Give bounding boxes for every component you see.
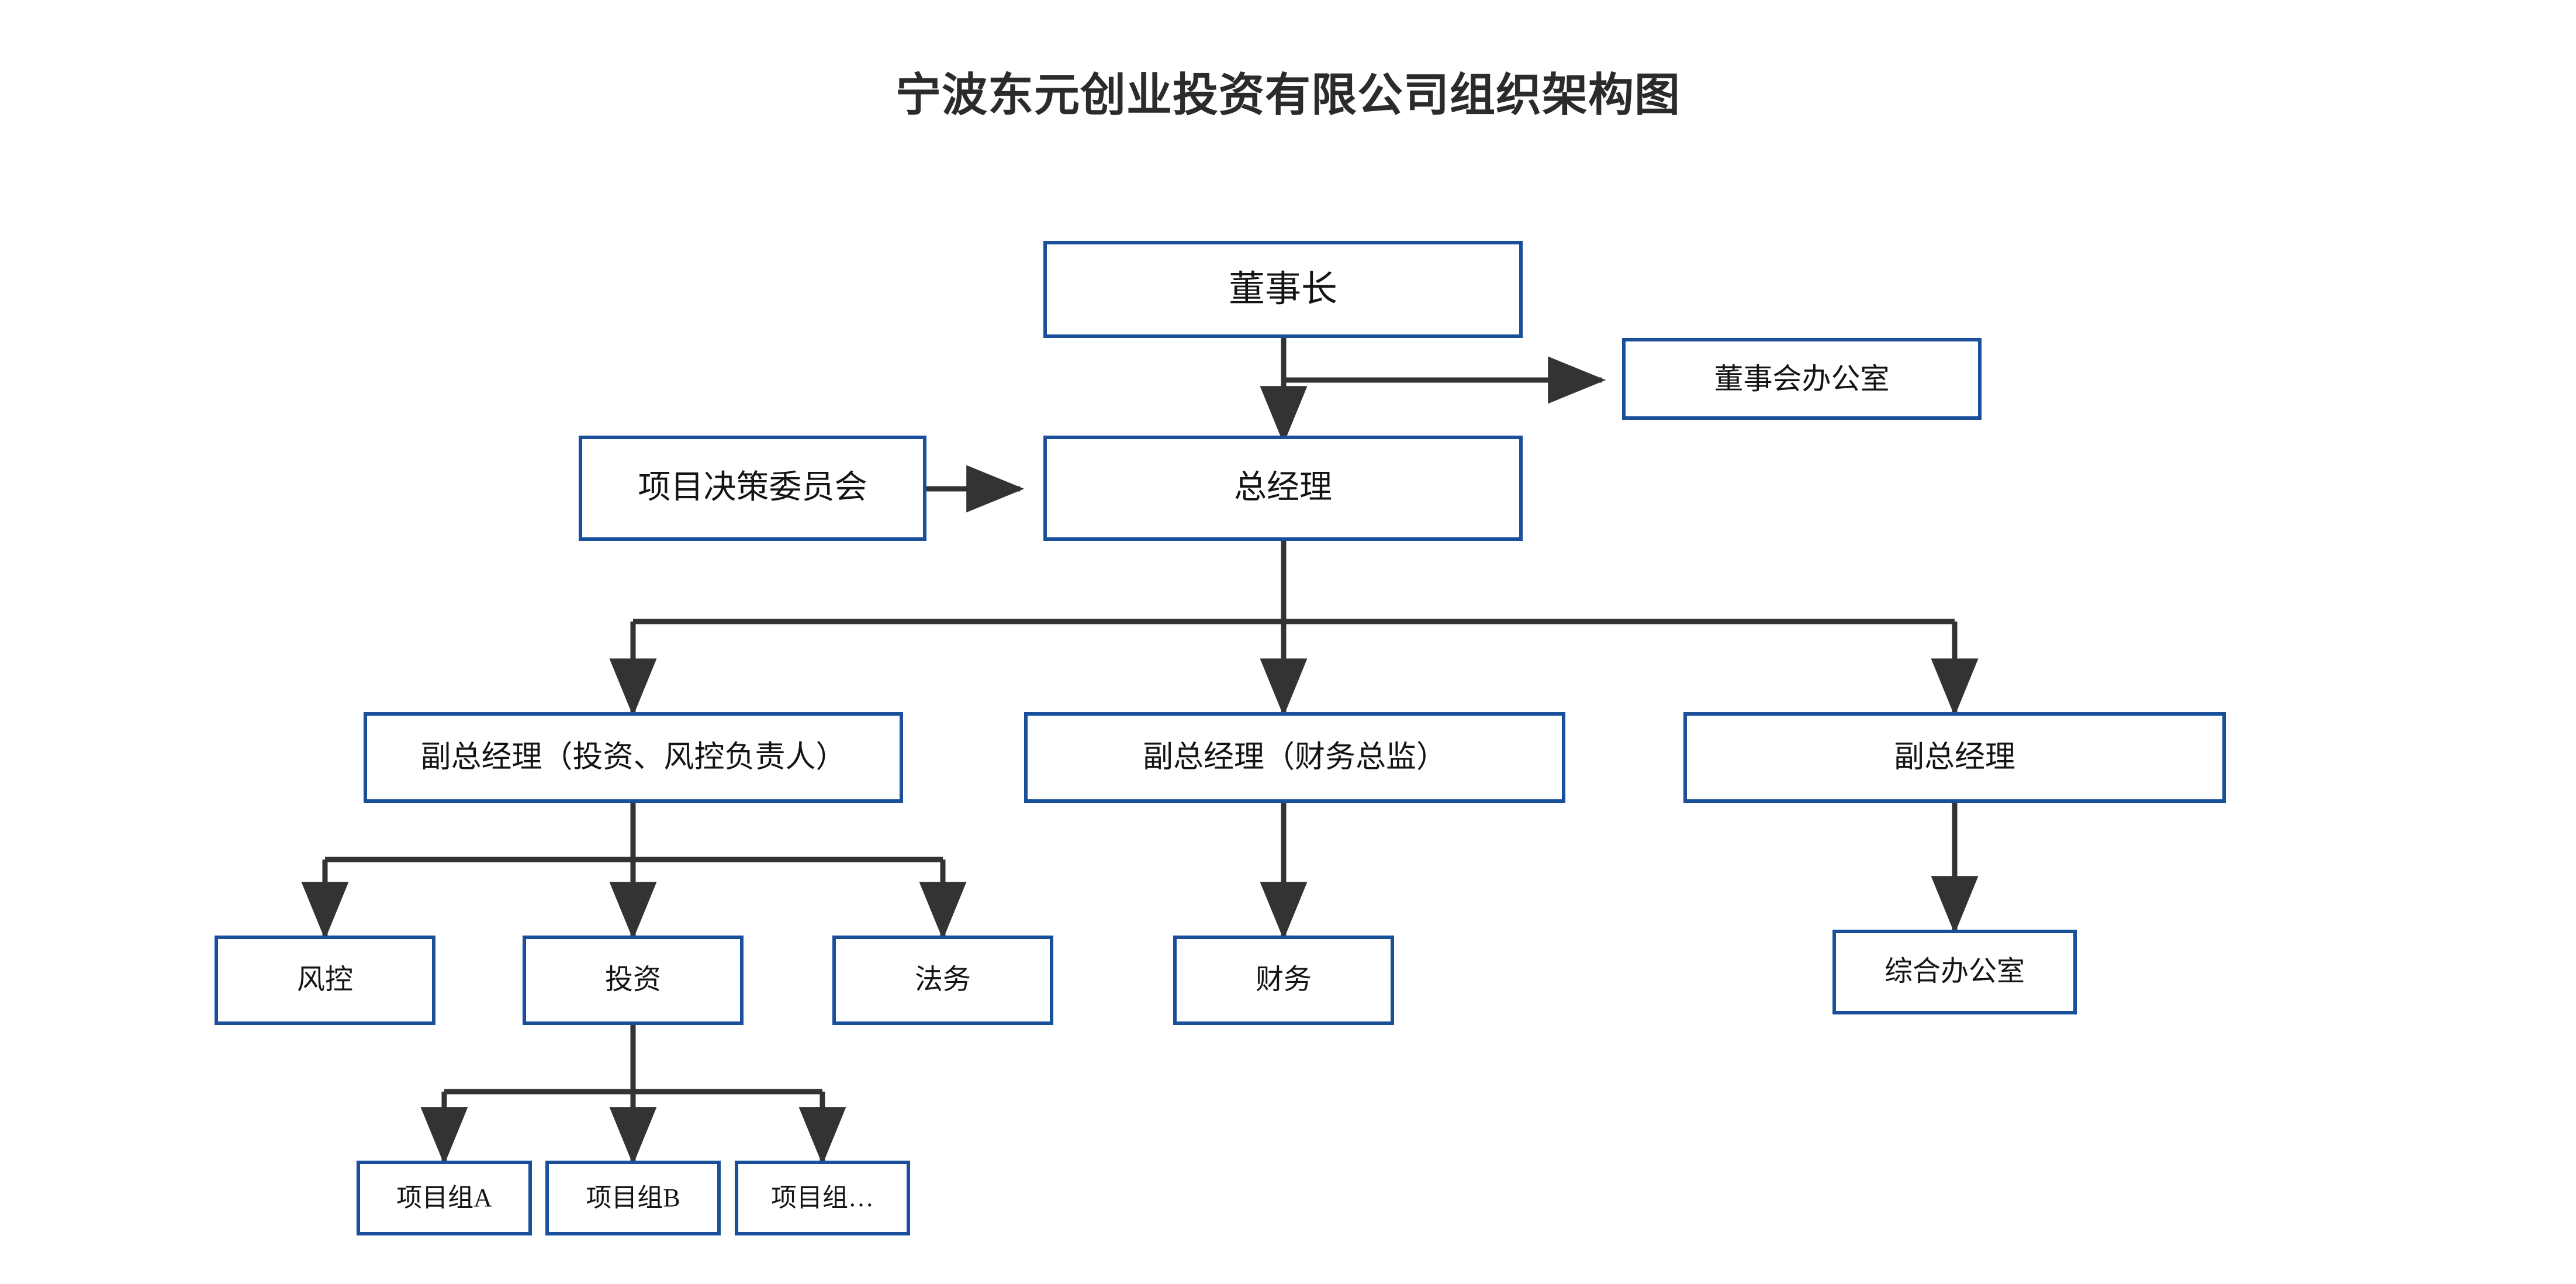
node-vp-investment-risk[interactable]: 副总经理（投资、风控负责人） [364,712,903,803]
node-chairman[interactable]: 董事长 [1043,241,1523,338]
node-vp-general[interactable]: 副总经理 [1683,712,2226,803]
node-general-manager-label: 总经理 [1234,470,1332,506]
node-board-office-label: 董事会办公室 [1714,362,1890,395]
node-dept-risk-label: 风控 [296,964,353,996]
node-team-more[interactable]: 项目组… [735,1161,910,1235]
page-title: 宁波东元创业投资有限公司组织架构图 [895,69,1681,122]
node-dept-legal-label: 法务 [914,964,971,996]
node-dept-legal[interactable]: 法务 [832,936,1053,1025]
node-team-b[interactable]: 项目组B [545,1161,721,1235]
node-team-more-label: 项目组… [771,1183,874,1212]
node-general-manager[interactable]: 总经理 [1043,436,1523,541]
node-dept-admin-office[interactable]: 综合办公室 [1832,930,2077,1014]
node-vp-investment-risk-label: 副总经理（投资、风控负责人） [420,740,846,774]
node-team-b-label: 项目组B [586,1183,680,1212]
node-dept-finance[interactable]: 财务 [1173,936,1394,1025]
node-dept-admin-office-label: 综合办公室 [1884,956,2025,988]
node-dept-investment[interactable]: 投资 [523,936,744,1025]
node-team-a[interactable]: 项目组A [357,1161,532,1235]
node-chairman-label: 董事长 [1228,269,1337,309]
node-vp-general-label: 副总经理 [1893,740,2015,774]
node-team-a-label: 项目组A [396,1183,492,1212]
node-dept-finance-label: 财务 [1255,964,1312,996]
node-dept-risk[interactable]: 风控 [215,936,435,1025]
node-vp-finance[interactable]: 副总经理（财务总监） [1024,712,1565,803]
node-dept-investment-label: 投资 [604,964,661,996]
node-vp-finance-label: 副总经理（财务总监） [1142,740,1447,774]
node-board-office[interactable]: 董事会办公室 [1622,338,1982,420]
node-project-committee-label: 项目决策委员会 [638,470,867,506]
node-project-committee[interactable]: 项目决策委员会 [579,436,926,541]
